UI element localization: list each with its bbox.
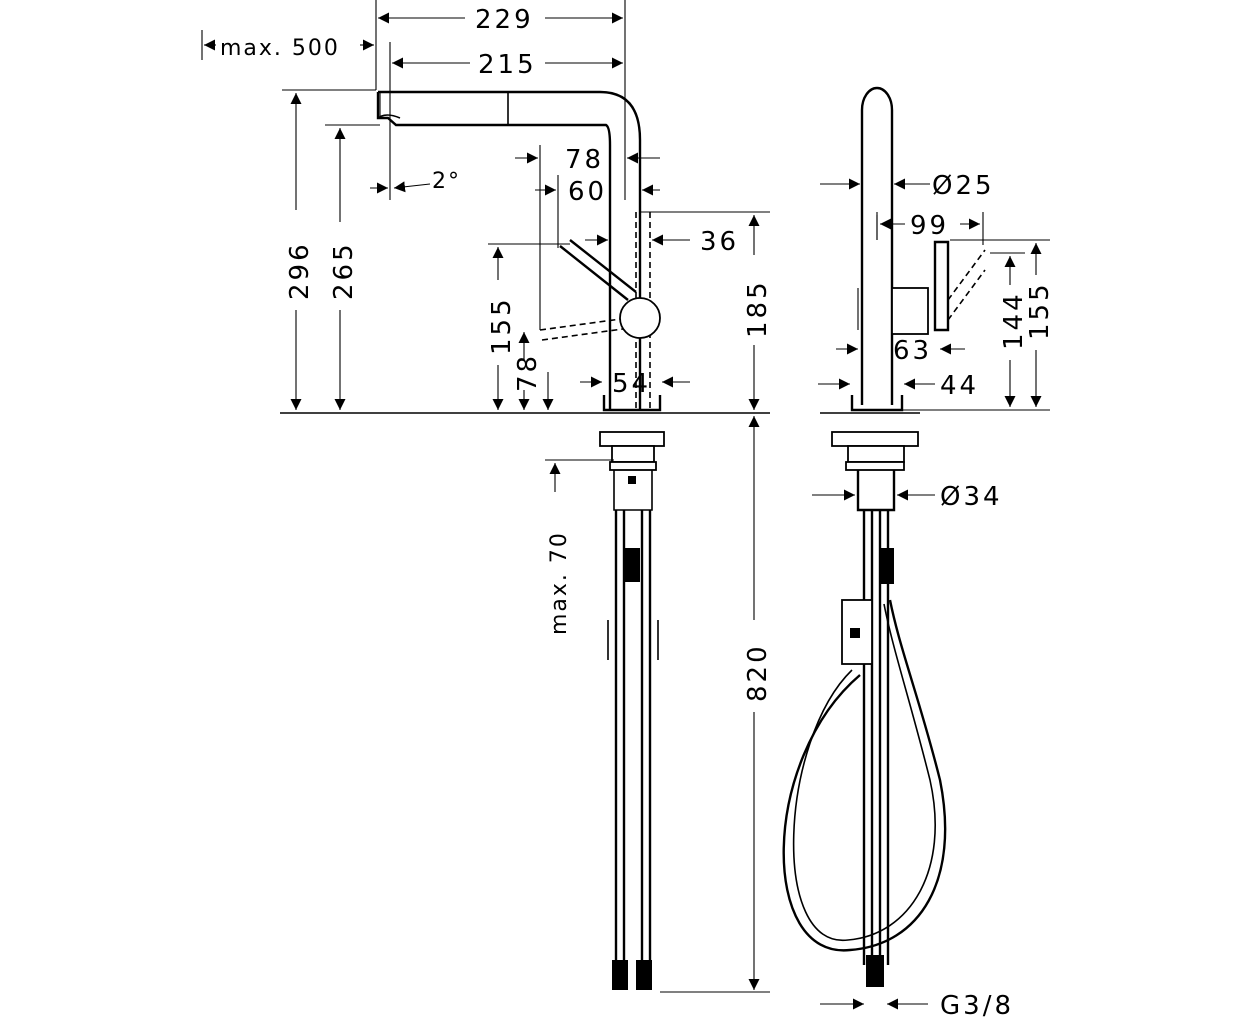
side-view: 229 215 max. 500 2° 78 60 36 296 — [201, 0, 773, 993]
dim-155-right: 155 — [1025, 281, 1055, 340]
dim-dia-34: Ø34 — [940, 482, 1003, 512]
dim-max-500: max. 500 — [220, 36, 340, 61]
spout-outline — [376, 92, 612, 410]
dim-78-left: 78 — [513, 353, 543, 392]
lever — [559, 239, 637, 301]
dim-g-3-8: G3/8 — [940, 991, 1014, 1021]
spout-outline-top — [378, 90, 642, 410]
dim-144: 144 — [999, 291, 1029, 350]
supply-hoses — [614, 510, 652, 975]
front-view: Ø25 99 144 155 63 44 Ø34 G3/8 — [782, 86, 1055, 1021]
dim-60: 60 — [568, 177, 607, 207]
spout-head — [860, 86, 894, 405]
dim-296: 296 — [285, 241, 315, 300]
dim-215: 215 — [478, 50, 537, 80]
dim-63: 63 — [893, 336, 932, 366]
lever-side — [933, 240, 950, 332]
dim-dia-25: Ø25 — [932, 171, 995, 201]
dim-820: 820 — [743, 643, 773, 702]
dim-185: 185 — [743, 279, 773, 338]
dim-angle: 2° — [432, 169, 461, 194]
dim-78-top: 78 — [565, 145, 604, 175]
dim-36: 36 — [700, 227, 739, 257]
lever-hub — [619, 297, 661, 339]
dim-44: 44 — [940, 371, 979, 401]
dim-54: 54 — [612, 369, 651, 399]
pull-out-hose-loop — [782, 599, 947, 952]
dim-265: 265 — [329, 241, 359, 300]
dim-max-70: max. 70 — [547, 531, 572, 635]
dim-99: 99 — [910, 211, 949, 241]
dim-155-left: 155 — [487, 296, 517, 355]
dim-229: 229 — [475, 5, 534, 35]
